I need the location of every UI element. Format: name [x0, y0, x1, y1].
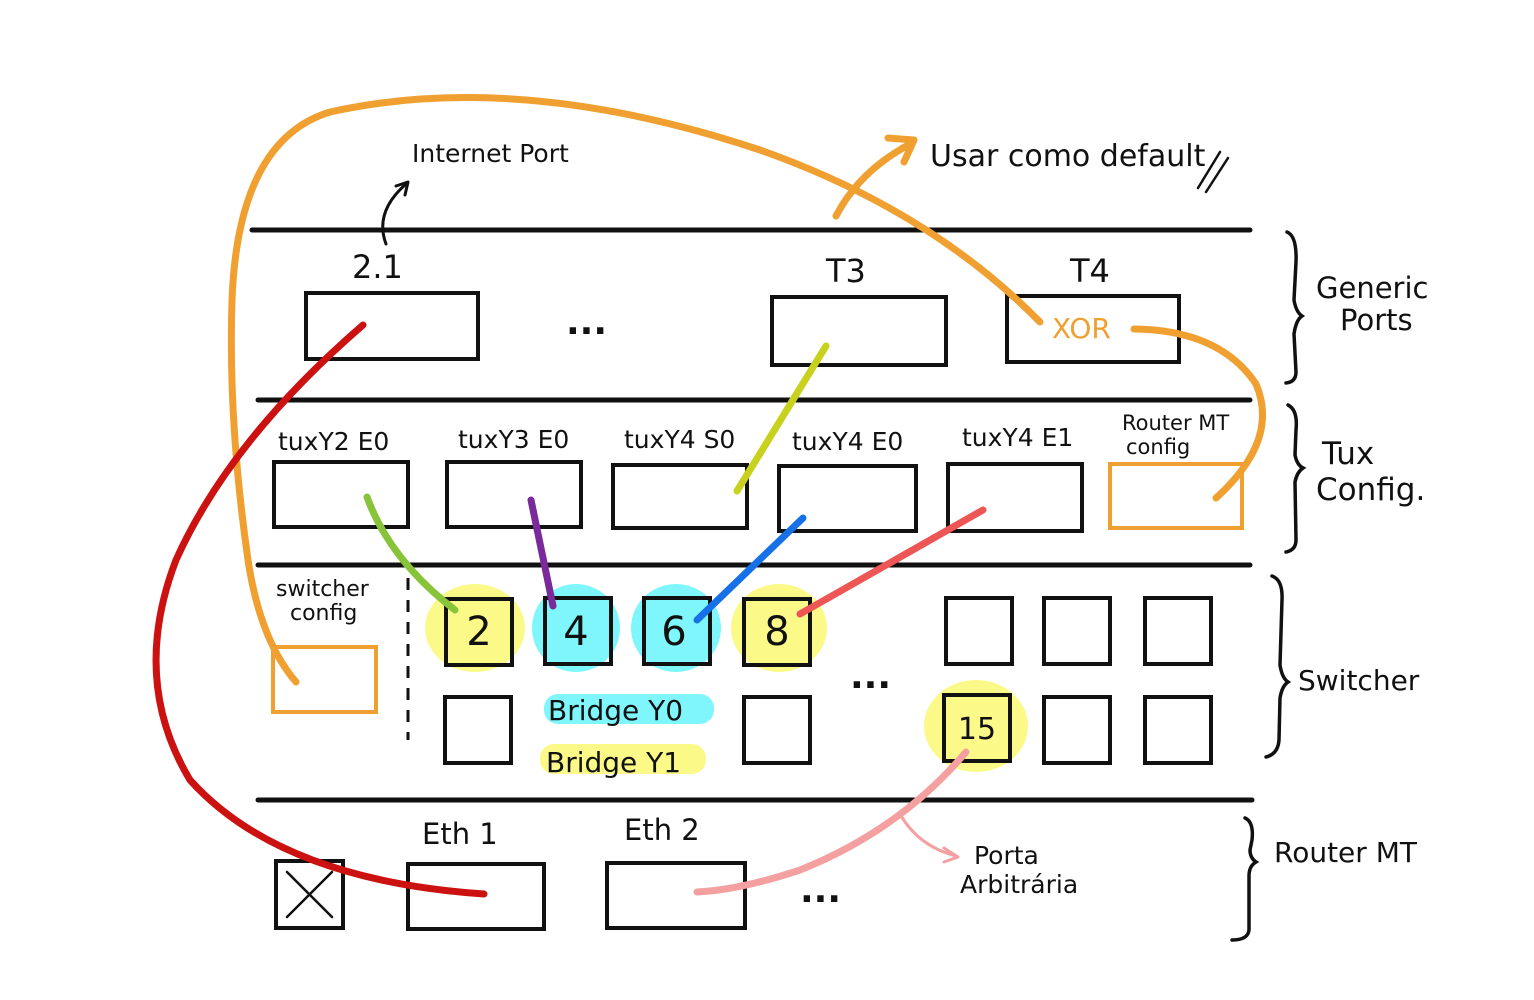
highlight-bridge-y0 [544, 694, 714, 724]
tux-label-tuxy2: tuxY2 E0 [278, 427, 389, 456]
switcher-config-box [271, 645, 378, 714]
switch-port-empty [1042, 695, 1112, 765]
tux-port-tuxy3-e0 [445, 460, 583, 529]
switch-port-15 [942, 693, 1012, 763]
wire-tuxy4-e1-to-port-8 [796, 506, 987, 618]
port-label-t3: T3 [825, 252, 866, 290]
highlight-port-6 [631, 584, 721, 672]
arrow-head-icon [942, 846, 960, 864]
router-port-eth1 [406, 862, 546, 931]
layer-label-tux-1: Tux [1321, 436, 1374, 472]
switch-port-empty [944, 596, 1014, 666]
arrow-head-icon [394, 180, 410, 197]
switcher-config-label-2: config [290, 601, 357, 626]
wire-xor-to-router-config [1130, 325, 1266, 502]
switch-port-4 [543, 596, 613, 666]
brace-generic-ports [1284, 230, 1306, 385]
router-config-label-1: Router MT [1122, 411, 1229, 435]
layer-label-router-mt: Router MT [1274, 836, 1418, 869]
highlight-port-8 [731, 584, 827, 672]
switch-port-6-label: 6 [661, 609, 686, 655]
brace-switcher [1264, 574, 1292, 759]
annotation-arrow-internet [381, 182, 408, 246]
highlight-port-15 [924, 680, 1028, 772]
tux-port-tuxy4-e0 [777, 464, 918, 533]
router-label-eth2: Eth 2 [624, 813, 700, 847]
annotation-porta-2: Arbitrária [960, 870, 1078, 899]
port-label-t4: T4 [1069, 252, 1110, 290]
brace-router-mt [1230, 816, 1260, 942]
switcher-config-label-1: switcher [276, 577, 370, 602]
router-label-eth1: Eth 1 [422, 817, 498, 851]
generic-port-t3 [770, 295, 948, 367]
switch-port-empty [1042, 596, 1112, 666]
layer-label-switcher: Switcher [1298, 664, 1420, 697]
tux-label-tuxy4-e0: tuxY4 E0 [792, 427, 903, 456]
switch-port-4-label: 4 [563, 609, 588, 655]
generic-port-2-1 [304, 291, 480, 361]
annotation-hatch-marks [1196, 150, 1230, 194]
annotation-porta-1: Porta [974, 841, 1039, 870]
tux-label-tuxy3: tuxY3 E0 [458, 425, 569, 454]
switch-port-empty [1143, 596, 1213, 666]
router-port-eth2 [605, 861, 747, 930]
close-x-icon [285, 870, 334, 919]
wire-tuxy4-e0-to-port-6 [693, 514, 807, 624]
arrow-head-icon [884, 134, 918, 166]
wire-default-arrow [832, 139, 916, 220]
switch-port-6 [642, 596, 712, 666]
switch-port-empty [1143, 695, 1213, 765]
bridge-y1-label: Bridge Y1 [546, 746, 681, 779]
generic-ports-ellipsis: ... [566, 302, 607, 343]
router-mt-config-box [1108, 462, 1244, 530]
generic-port-t4 [1005, 294, 1181, 364]
switch-port-8 [742, 597, 812, 667]
switch-port-2-label: 2 [466, 609, 491, 655]
annotation-usar-default: Usar como default [930, 139, 1206, 174]
port-label-2-1: 2.1 [352, 248, 403, 286]
annotation-arrow-porta [898, 812, 958, 858]
wire-tuxy3-to-port-4 [527, 496, 557, 610]
tux-port-tuxy2-e0 [272, 460, 410, 529]
brace-tux-config [1284, 403, 1307, 554]
tux-port-tuxy4-e1 [946, 462, 1084, 533]
router-ellipsis: ... [800, 870, 841, 911]
wire-port-15-to-eth2 [693, 748, 970, 896]
switcher-ellipsis: ... [850, 656, 891, 697]
tux-port-tuxy4-s0 [611, 463, 749, 530]
wire-t3-to-tuxy4-s0 [733, 342, 830, 495]
wire-2-1-to-eth1 [152, 321, 488, 898]
layer-label-generic-2: Ports [1340, 303, 1413, 337]
wire-switcher-config-to-xor [227, 94, 1044, 686]
bridge-y0-label: Bridge Y0 [548, 694, 683, 727]
switch-port-empty [443, 695, 513, 765]
highlight-bridge-y1 [540, 744, 706, 774]
switch-port-empty [742, 695, 812, 765]
wire-tuxy2-to-port-2 [363, 493, 459, 614]
switch-port-8-label: 8 [764, 609, 789, 655]
layer-label-generic-1: Generic [1316, 271, 1428, 305]
tux-label-tuxy4-s0: tuxY4 S0 [624, 425, 735, 454]
switch-port-15-label: 15 [958, 712, 996, 747]
switch-port-2 [444, 597, 514, 667]
router-config-label-2: config [1126, 435, 1190, 459]
annotation-internet-port: Internet Port [412, 139, 569, 168]
tux-label-tuxy4-e1: tuxY4 E1 [962, 423, 1073, 452]
xor-label: XOR [1052, 312, 1111, 345]
layer-label-tux-2: Config. [1316, 472, 1425, 508]
